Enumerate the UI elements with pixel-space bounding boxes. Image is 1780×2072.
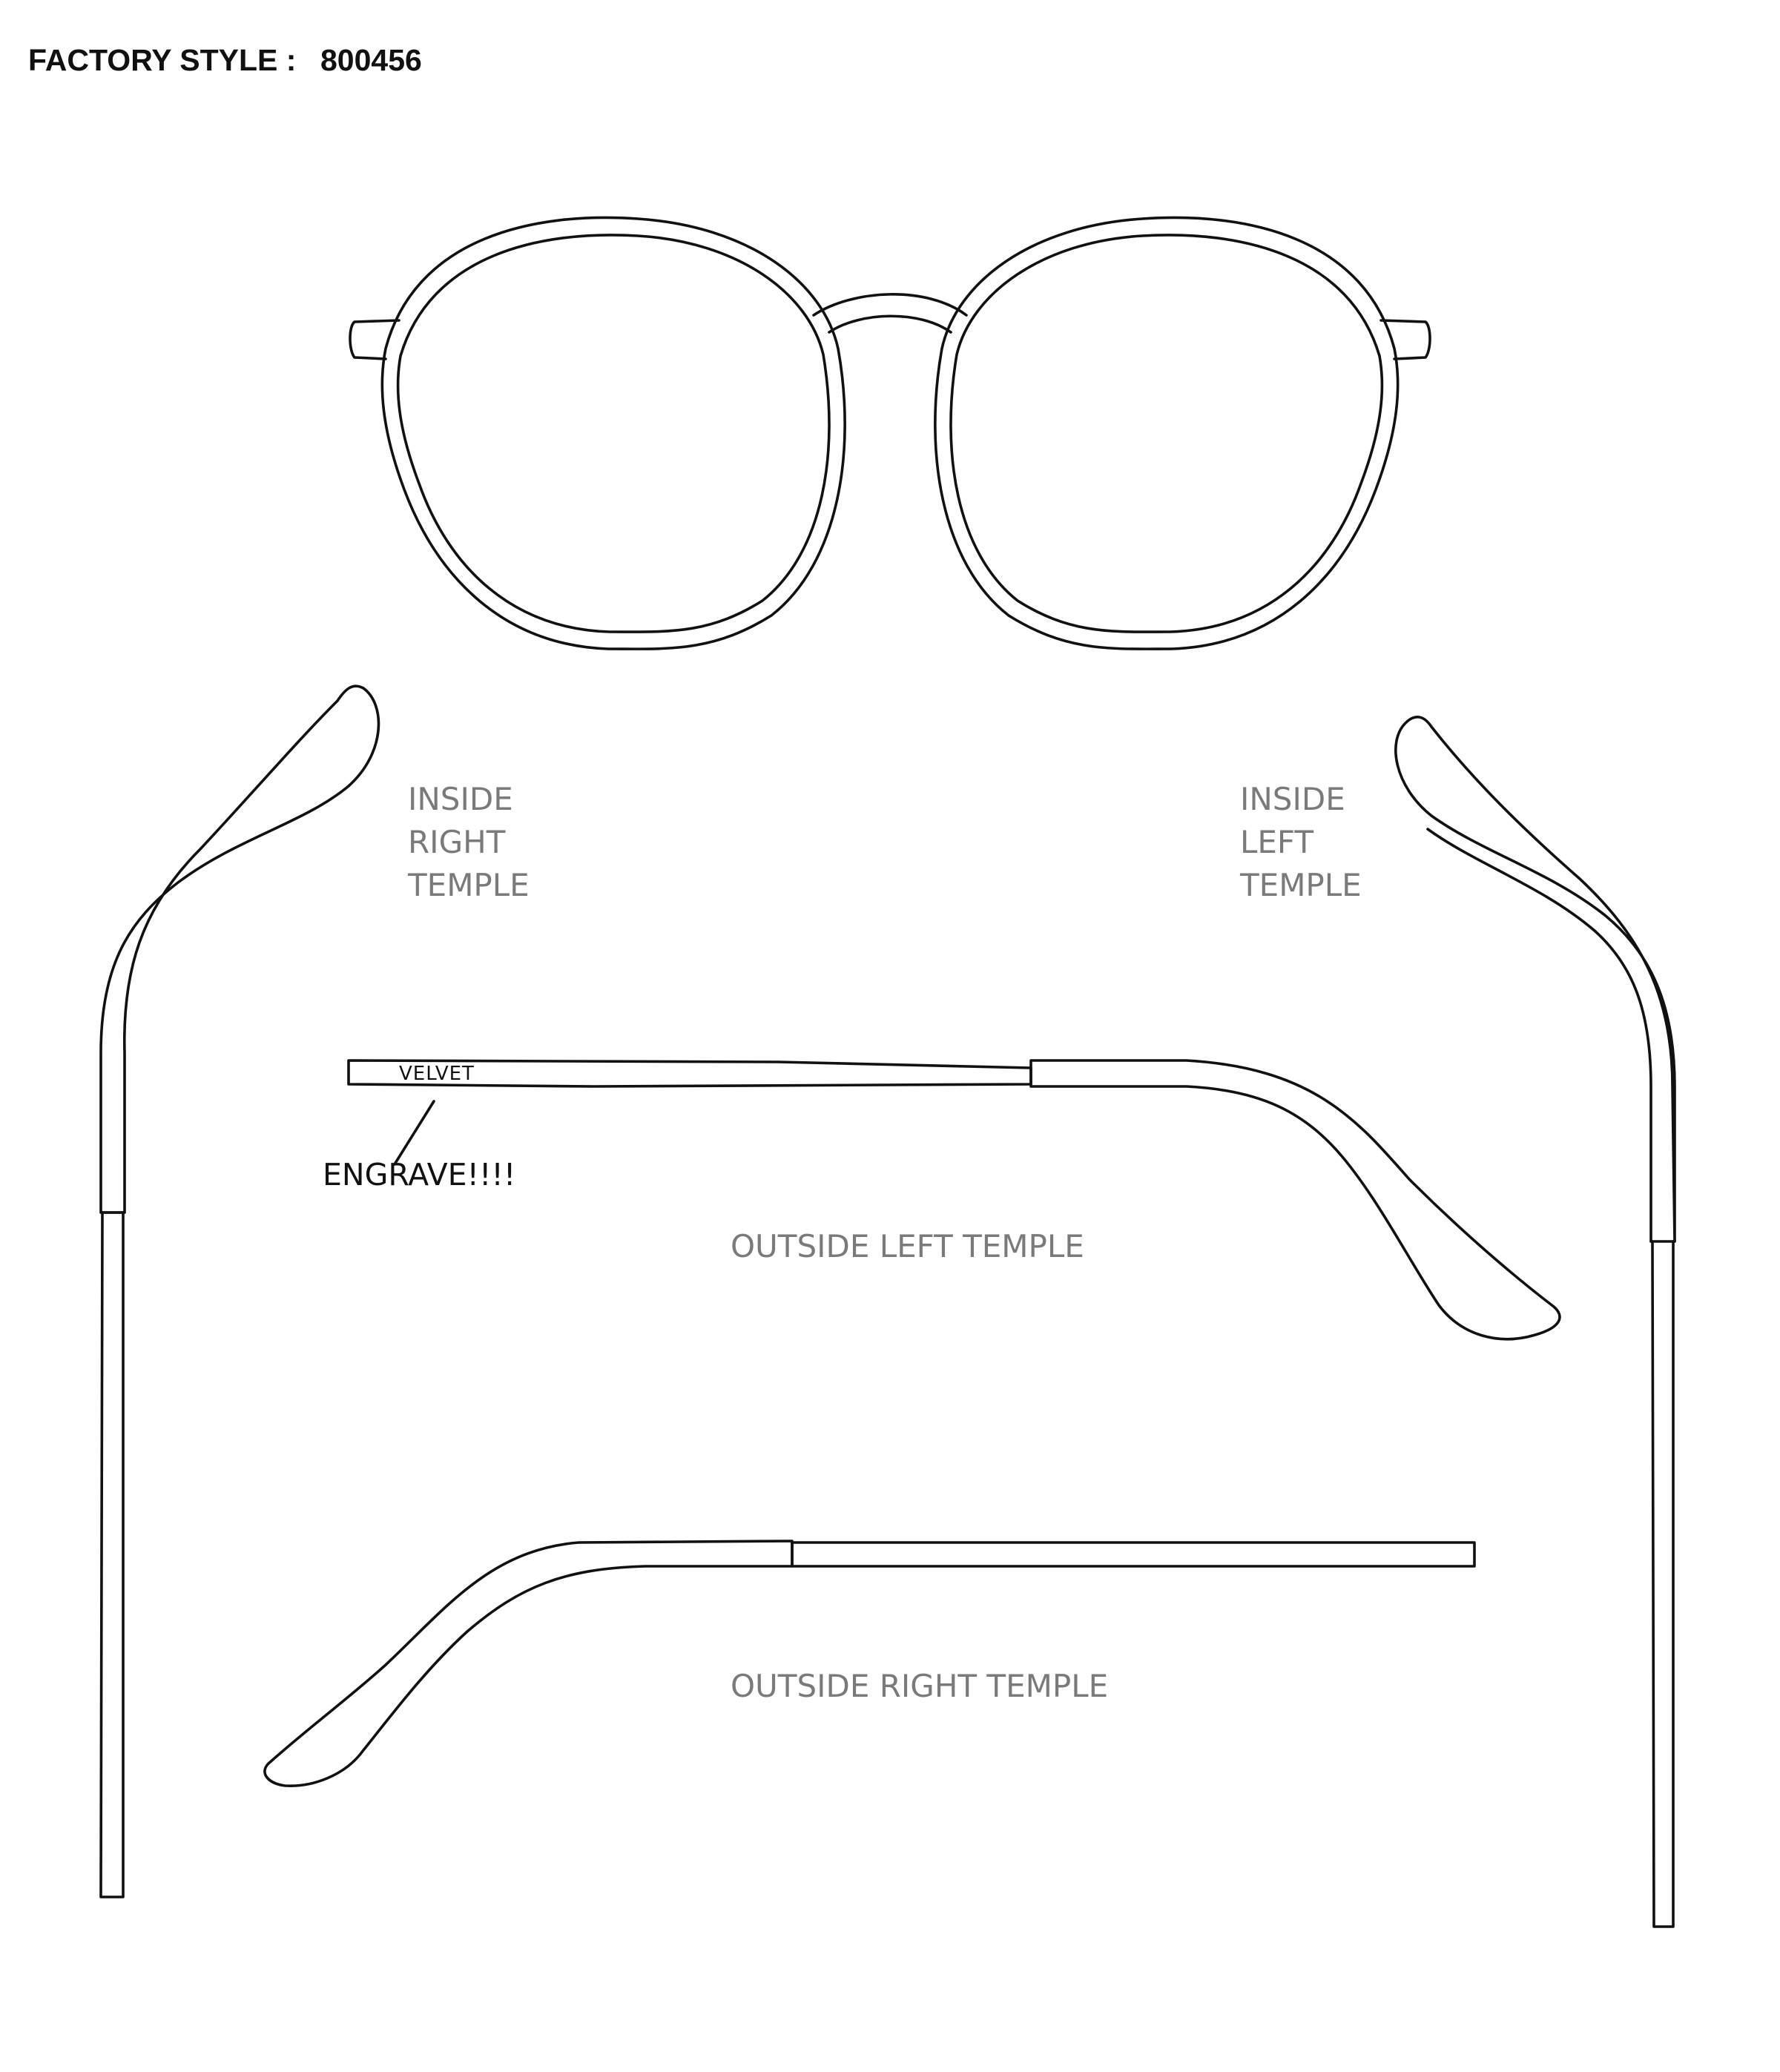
label-line: LEFT [1240, 824, 1313, 860]
inside-right-temple-arm [99, 1211, 125, 1898]
left-endpiece [349, 319, 400, 360]
inside-left-temple-label: INSIDE LEFT TEMPLE [1239, 781, 1362, 903]
outside-right-temple-label: OUTSIDE RIGHT TEMPLE [731, 1668, 1108, 1704]
right-rim-inner [949, 234, 1384, 633]
outside-left-temple-label: OUTSIDE LEFT TEMPLE [731, 1228, 1084, 1264]
right-rim-outer [934, 216, 1400, 650]
front-view [349, 216, 1431, 650]
inside-left-temple-drawing [1394, 716, 1676, 1928]
label-line: INSIDE [408, 781, 513, 817]
inside-left-temple-tip-outline [1426, 828, 1652, 1243]
left-rim-outer [380, 216, 846, 650]
right-endpiece [1380, 319, 1431, 360]
outside-right-temple-arm [791, 1541, 1476, 1568]
engrave-callout: ENGRAVE!!!! [323, 1157, 515, 1192]
bridge [812, 293, 968, 334]
outside-left-temple-drawing: VELVET [347, 1059, 1561, 1341]
left-rim-inner [396, 234, 831, 633]
outside-right-temple-tip [263, 1540, 794, 1787]
label-line: INSIDE [1240, 781, 1345, 817]
engrave-callout-line [393, 1100, 435, 1166]
outside-right-temple-drawing [263, 1540, 1476, 1787]
inside-right-temple-tip [99, 684, 380, 1214]
factory-style-number: 800456 [320, 43, 422, 77]
label-line: RIGHT [408, 824, 506, 860]
inside-right-temple-drawing [99, 684, 380, 1898]
inside-left-temple-arm [1651, 1240, 1675, 1928]
engraving-text: VELVET [399, 1063, 475, 1085]
outside-left-temple-tip [1029, 1059, 1561, 1341]
label-line: TEMPLE [407, 867, 530, 903]
factory-style-label: FACTORY STYLE : [28, 43, 296, 77]
inside-right-temple-label: INSIDE RIGHT TEMPLE [407, 781, 530, 903]
label-line: TEMPLE [1239, 867, 1362, 903]
inside-left-temple-tip [1394, 716, 1676, 1243]
